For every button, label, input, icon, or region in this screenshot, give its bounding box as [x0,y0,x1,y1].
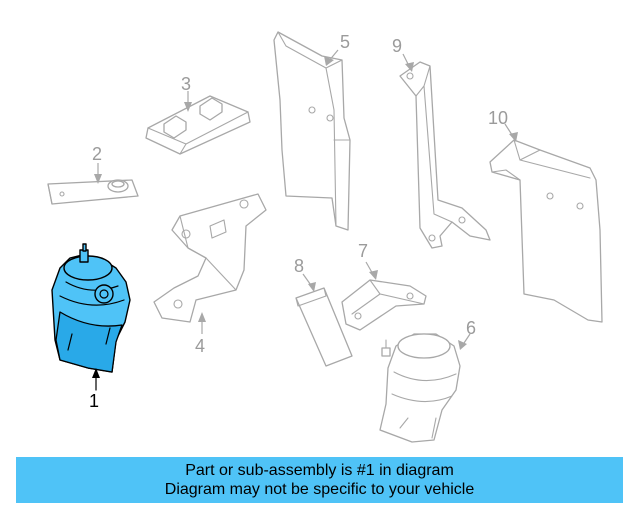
banner-line-2: Diagram may not be specific to your vehi… [164,481,475,498]
part-9-bracket[interactable] [399,53,491,249]
part-2-bracket[interactable] [47,163,139,205]
part-10-bracket[interactable] [489,123,603,323]
part-3-pad[interactable] [145,91,251,155]
part-4-bracket[interactable] [153,193,267,334]
callout-1: 1 [89,391,99,411]
callout-2: 2 [92,144,102,164]
callout-8: 8 [294,256,304,276]
callout-10: 10 [488,108,508,128]
banner-line-1: Part or sub-assembly is #1 in diagram [185,462,454,479]
part-5-bracket[interactable] [273,31,351,231]
callout-7: 7 [358,241,368,261]
info-banner: Part or sub-assembly is #1 in diagram Di… [16,457,623,503]
parts-diagram: 1 2 3 4 [47,31,603,443]
callout-6: 6 [466,318,476,338]
callout-4: 4 [195,336,205,356]
callout-5: 5 [340,32,350,52]
callout-9: 9 [392,36,402,56]
part-7-bracket[interactable] [341,261,427,331]
part-8-strip[interactable] [295,273,353,367]
part-6-horn[interactable] [379,333,471,443]
part-1-horn[interactable] [51,243,131,391]
callout-3: 3 [181,74,191,94]
